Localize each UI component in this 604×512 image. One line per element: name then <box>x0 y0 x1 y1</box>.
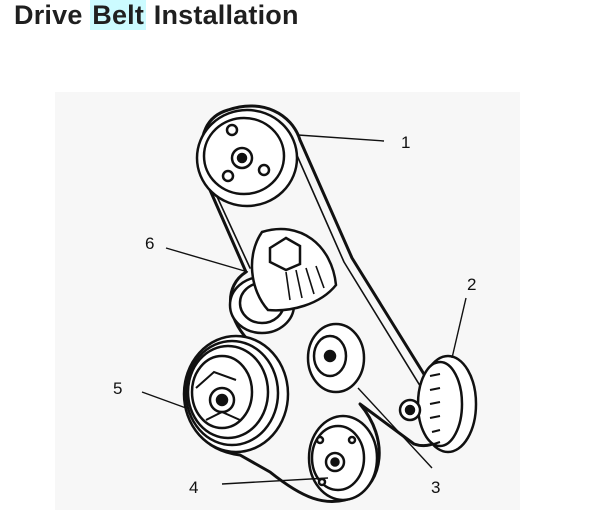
leader-line-2 <box>451 297 467 359</box>
callout-label-2: 2 <box>467 275 476 294</box>
leader-line-3 <box>357 387 433 469</box>
callout-label-3: 3 <box>431 478 440 497</box>
leader-line-6 <box>165 247 249 273</box>
title-word-installation: Installation <box>153 0 299 30</box>
leader-line-4 <box>221 477 329 485</box>
pulley-2-power-steering <box>398 354 478 454</box>
title-word-drive: Drive <box>14 0 83 30</box>
pulley-1 <box>195 108 299 208</box>
callout-label-6: 6 <box>145 234 154 253</box>
callout-label-1: 1 <box>401 133 410 152</box>
pulley-4-water-pump <box>307 414 379 502</box>
leader-line-5 <box>141 391 187 409</box>
leader-line-1 <box>297 134 385 142</box>
page-title: Drive Belt Installation <box>14 0 299 31</box>
title-word-belt-highlight: Belt <box>90 0 147 30</box>
belt-tensioner <box>228 227 338 335</box>
pulley-3-idler <box>306 322 366 394</box>
pulley-5-crankshaft <box>182 334 290 454</box>
callout-label-4: 4 <box>189 478 198 497</box>
callout-label-5: 5 <box>113 379 122 398</box>
